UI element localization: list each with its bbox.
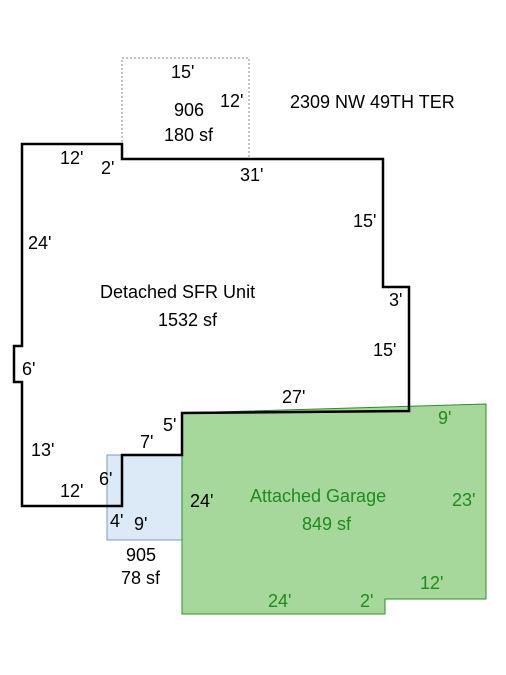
top-addition-code: 906 bbox=[174, 100, 204, 120]
dim-main-24: 24' bbox=[28, 233, 51, 253]
dim-garage-24-bottom: 24' bbox=[268, 591, 291, 611]
dim-garage-12: 12' bbox=[420, 573, 443, 593]
main-area-name: Detached SFR Unit bbox=[100, 282, 255, 302]
dim-main-2: 2' bbox=[101, 158, 114, 178]
garage-area-name: Attached Garage bbox=[250, 486, 386, 506]
dim-main-12-top: 12' bbox=[60, 148, 83, 168]
top-addition-area: 180 sf bbox=[164, 125, 214, 145]
dim-garage-23: 23' bbox=[452, 490, 475, 510]
dim-garage-24-left: 24' bbox=[190, 491, 213, 511]
dim-top-15: 15' bbox=[171, 62, 194, 82]
dim-main-12-bottom: 12' bbox=[60, 481, 83, 501]
dim-small-4: 4' bbox=[110, 511, 123, 531]
dim-main-7: 7' bbox=[140, 432, 153, 452]
address-label: 2309 NW 49TH TER bbox=[290, 92, 455, 112]
dim-main-6: 6' bbox=[22, 359, 35, 379]
dim-main-15a: 15' bbox=[353, 211, 376, 231]
top-addition-outline bbox=[121, 57, 250, 160]
dim-garage-2: 2' bbox=[360, 591, 373, 611]
dim-small-9: 9' bbox=[134, 514, 147, 534]
dim-main-13: 13' bbox=[31, 440, 54, 460]
dim-main-31: 31' bbox=[240, 165, 263, 185]
dim-main-6b: 6' bbox=[99, 469, 112, 489]
dim-top-12: 12' bbox=[220, 91, 243, 111]
small-addition-area: 78 sf bbox=[121, 568, 161, 588]
dim-garage-9: 9' bbox=[438, 408, 451, 428]
small-addition-code: 905 bbox=[126, 545, 156, 565]
dim-main-5: 5' bbox=[163, 415, 176, 435]
main-house-outline bbox=[12, 142, 411, 508]
garage-area-value: 849 sf bbox=[302, 514, 352, 534]
garage-area bbox=[181, 403, 487, 615]
dim-main-3: 3' bbox=[389, 290, 402, 310]
dim-main-15b: 15' bbox=[373, 340, 396, 360]
main-area-value: 1532 sf bbox=[158, 310, 218, 330]
dim-main-27: 27' bbox=[282, 387, 305, 407]
